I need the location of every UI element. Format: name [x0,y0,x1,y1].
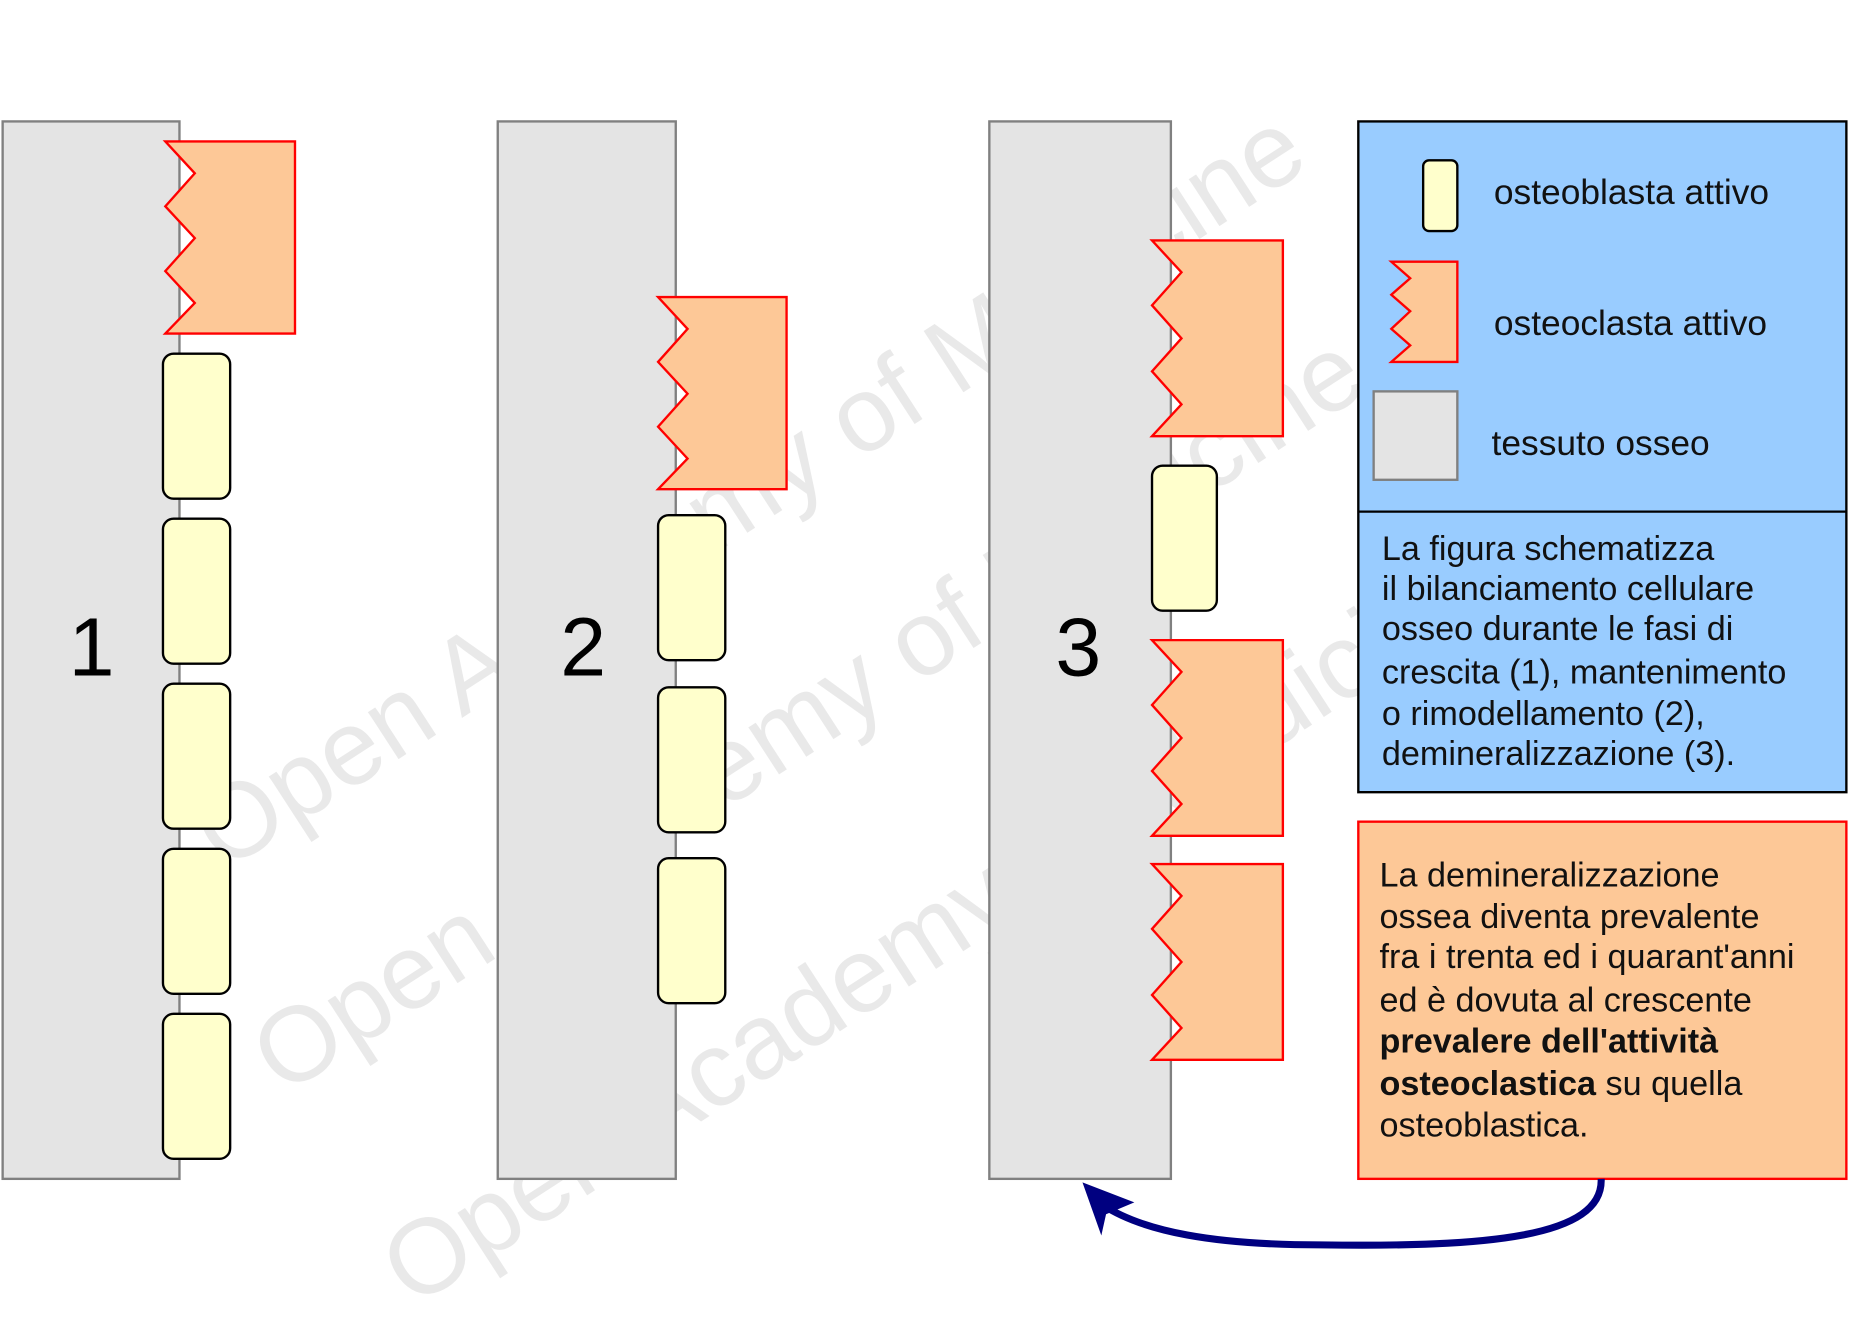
note-line-bold: prevalere dell'attività [1380,1023,1720,1061]
panel-number: 2 [560,601,606,693]
note-text: su quella [1596,1065,1742,1103]
osteoblast [656,513,727,662]
description-line: osseo durante le fasi di [1382,610,1733,648]
note-line: La demineralizzazione [1380,856,1720,894]
osteoclast [162,140,297,335]
osteoblast-icon [1421,159,1459,233]
panel-3: 3 [988,120,1285,1181]
curved-arrow [1082,1178,1605,1249]
note-line: ossea diventa prevalente [1380,898,1760,936]
osteoblast [1150,464,1219,612]
panel-2: 2 [496,120,788,1181]
legend-label-bone-tissue: tessuto osseo [1492,424,1710,463]
description-line: La figura schematizza [1382,530,1714,568]
bone-tissue [988,120,1173,1181]
watermark: Open Academy of Medicine Open Academy of… [173,86,1514,1328]
osteoblast [656,857,727,1005]
osteoclast [655,295,788,491]
description-line: crescita (1), mantenimento [1382,654,1787,692]
osteoblast [656,686,727,834]
arrow-line [1100,1178,1605,1249]
arrow-head-icon [1082,1182,1135,1236]
note-box: La demineralizzazione ossea diventa prev… [1357,820,1848,1181]
osteoblast [161,682,232,830]
note-line: fra i trenta ed i quarant'anni [1380,938,1795,976]
panel-number: 3 [1055,601,1101,693]
osteoblast [161,1012,232,1160]
legend: osteoblasta attivo osteoclasta attivo te… [1357,120,1848,794]
note-line: osteoblastica. [1380,1106,1589,1144]
osteoclast [1149,239,1285,438]
panel-1: 1 [1,120,297,1181]
note-line: ed è dovuta al crescente [1380,981,1752,1019]
legend-label-osteoclast: osteoclasta attivo [1494,304,1767,343]
description-line: il bilanciamento cellulare [1382,570,1754,608]
note-bold-term: osteoclastica [1380,1065,1598,1103]
legend-label-osteoblast: osteoblasta attivo [1494,173,1769,212]
bone-tissue [496,120,677,1181]
bone-tissue-icon [1372,390,1459,481]
panel-number: 1 [69,601,115,693]
description-line: o rimodellamento (2), [1382,695,1705,733]
osteoblast [161,352,232,500]
osteoblast [161,517,232,665]
osteoclast [1149,862,1285,1061]
legend-description: La figura schematizza il bilanciamento c… [1382,530,1787,773]
note-background [1357,820,1848,1181]
osteoclast-icon [1388,260,1459,364]
note-line: osteoclastica su quella [1380,1065,1743,1103]
osteoblast [161,847,232,995]
description-line: demineralizzazione (3). [1382,735,1735,773]
osteoclast [1149,638,1285,837]
